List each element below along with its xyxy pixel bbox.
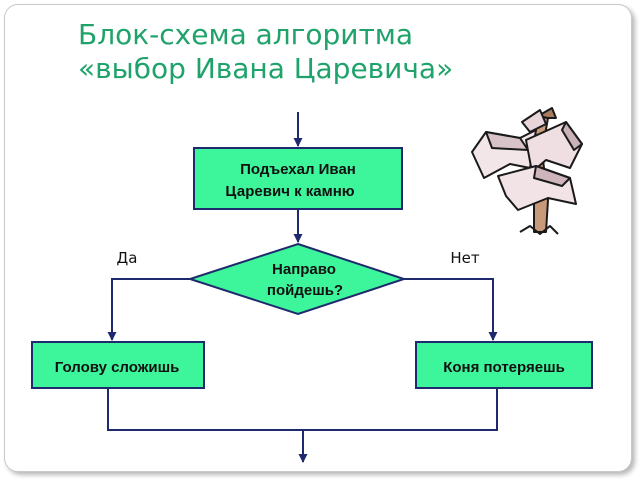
yes-merge-connector (107, 388, 303, 431)
node-decision-diamond (186, 242, 408, 316)
node-decision-line-1: Направо (272, 261, 336, 278)
node-no-branch-box (415, 341, 593, 389)
edge-label-yes: Да (117, 249, 138, 267)
no-merge-connector (303, 388, 498, 431)
node-start-line-2: Царевич к камню (225, 183, 354, 200)
node-decision-line-2: пойдешь? (267, 282, 343, 299)
node-no-branch-label: Коня потеряешь (443, 359, 565, 376)
node-start: Подъехал Иван Царевич к камню (193, 147, 403, 210)
slide-title-line-2: «выбор Ивана Царевича» (78, 52, 454, 85)
edge-label-no: Нет (450, 249, 480, 267)
node-start-line-1: Подъехал Иван (240, 161, 356, 178)
node-start-box (193, 147, 403, 210)
node-decision: Направо пойдешь? (186, 242, 408, 316)
connectors (107, 112, 498, 463)
slide-title-line-1: Блок-схема алгоритма (78, 18, 414, 51)
crossroads-signpost-icon (471, 107, 583, 235)
node-no-branch: Коня потеряешь (415, 341, 593, 389)
node-yes-branch-label: Голову сложишь (55, 359, 180, 376)
slide-title: Блок-схема алгоритма «выбор Ивана Цареви… (78, 18, 453, 86)
yes-connector (107, 278, 190, 341)
no-connector (404, 278, 498, 341)
node-yes-branch-box (31, 341, 205, 389)
node-yes-branch: Голову сложишь (31, 341, 205, 389)
